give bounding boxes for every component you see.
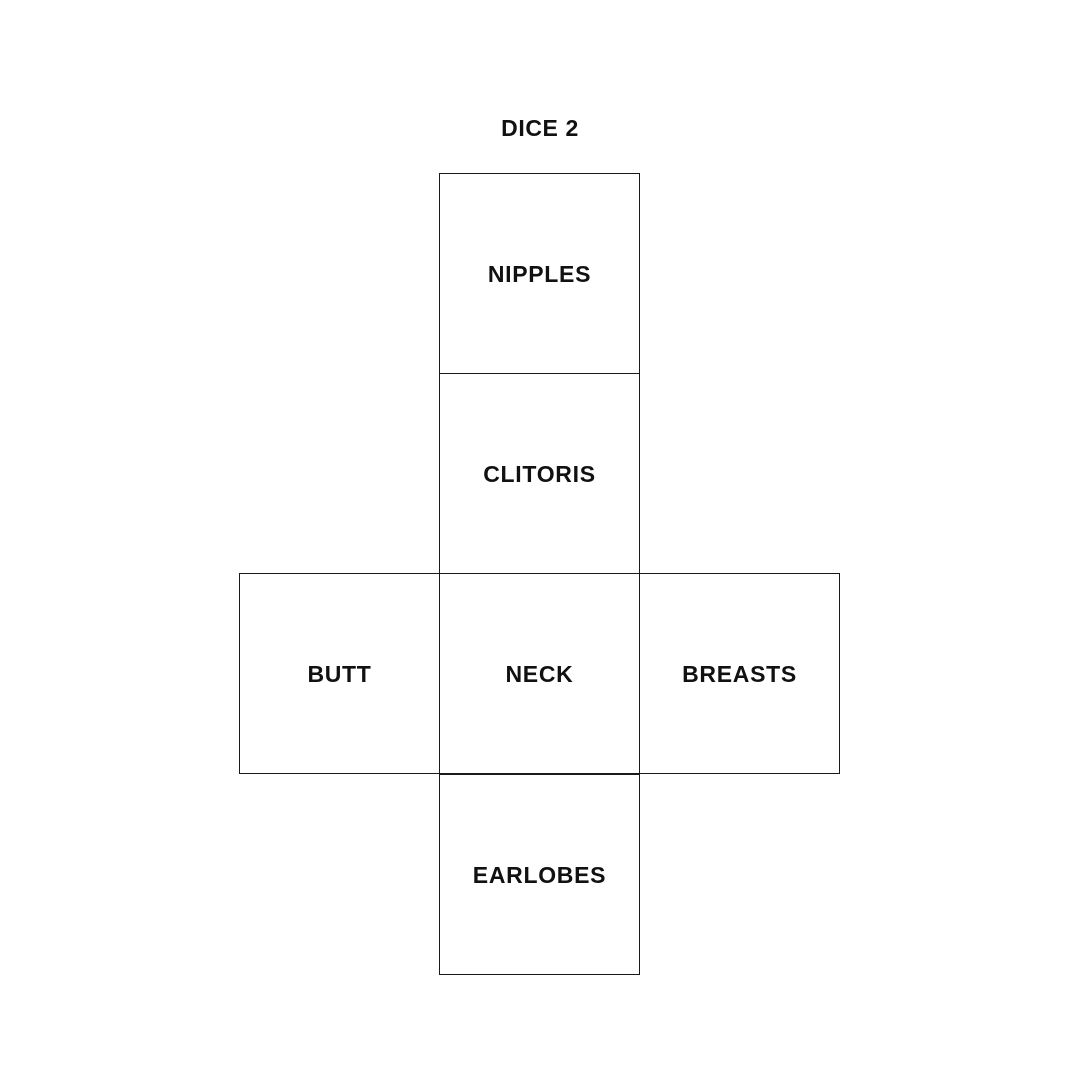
page-title: DICE 2 <box>501 115 579 141</box>
dice-face-left[interactable]: BUTT <box>239 573 440 774</box>
dice-face-label-clitoris: CLITORIS <box>483 460 596 487</box>
dice-face-upper[interactable]: CLITORIS <box>439 373 640 574</box>
dice-face-right[interactable]: BREASTS <box>639 573 840 774</box>
dice-face-label-neck: NECK <box>505 660 574 687</box>
dice-face-label-butt: BUTT <box>307 660 372 687</box>
dice-face-label-nipples: NIPPLES <box>487 260 592 287</box>
dice-net-diagram: NIPPLES CLITORIS BUTT NECK BREASTS EARLO… <box>239 173 841 975</box>
dice-face-center[interactable]: NECK <box>439 573 640 774</box>
dice-face-label-breasts: BREASTS <box>682 660 797 687</box>
dice-face-top[interactable]: NIPPLES <box>439 173 640 374</box>
dice-face-label-earlobes: EARLOBES <box>472 861 607 888</box>
dice-face-bottom[interactable]: EARLOBES <box>439 774 640 975</box>
